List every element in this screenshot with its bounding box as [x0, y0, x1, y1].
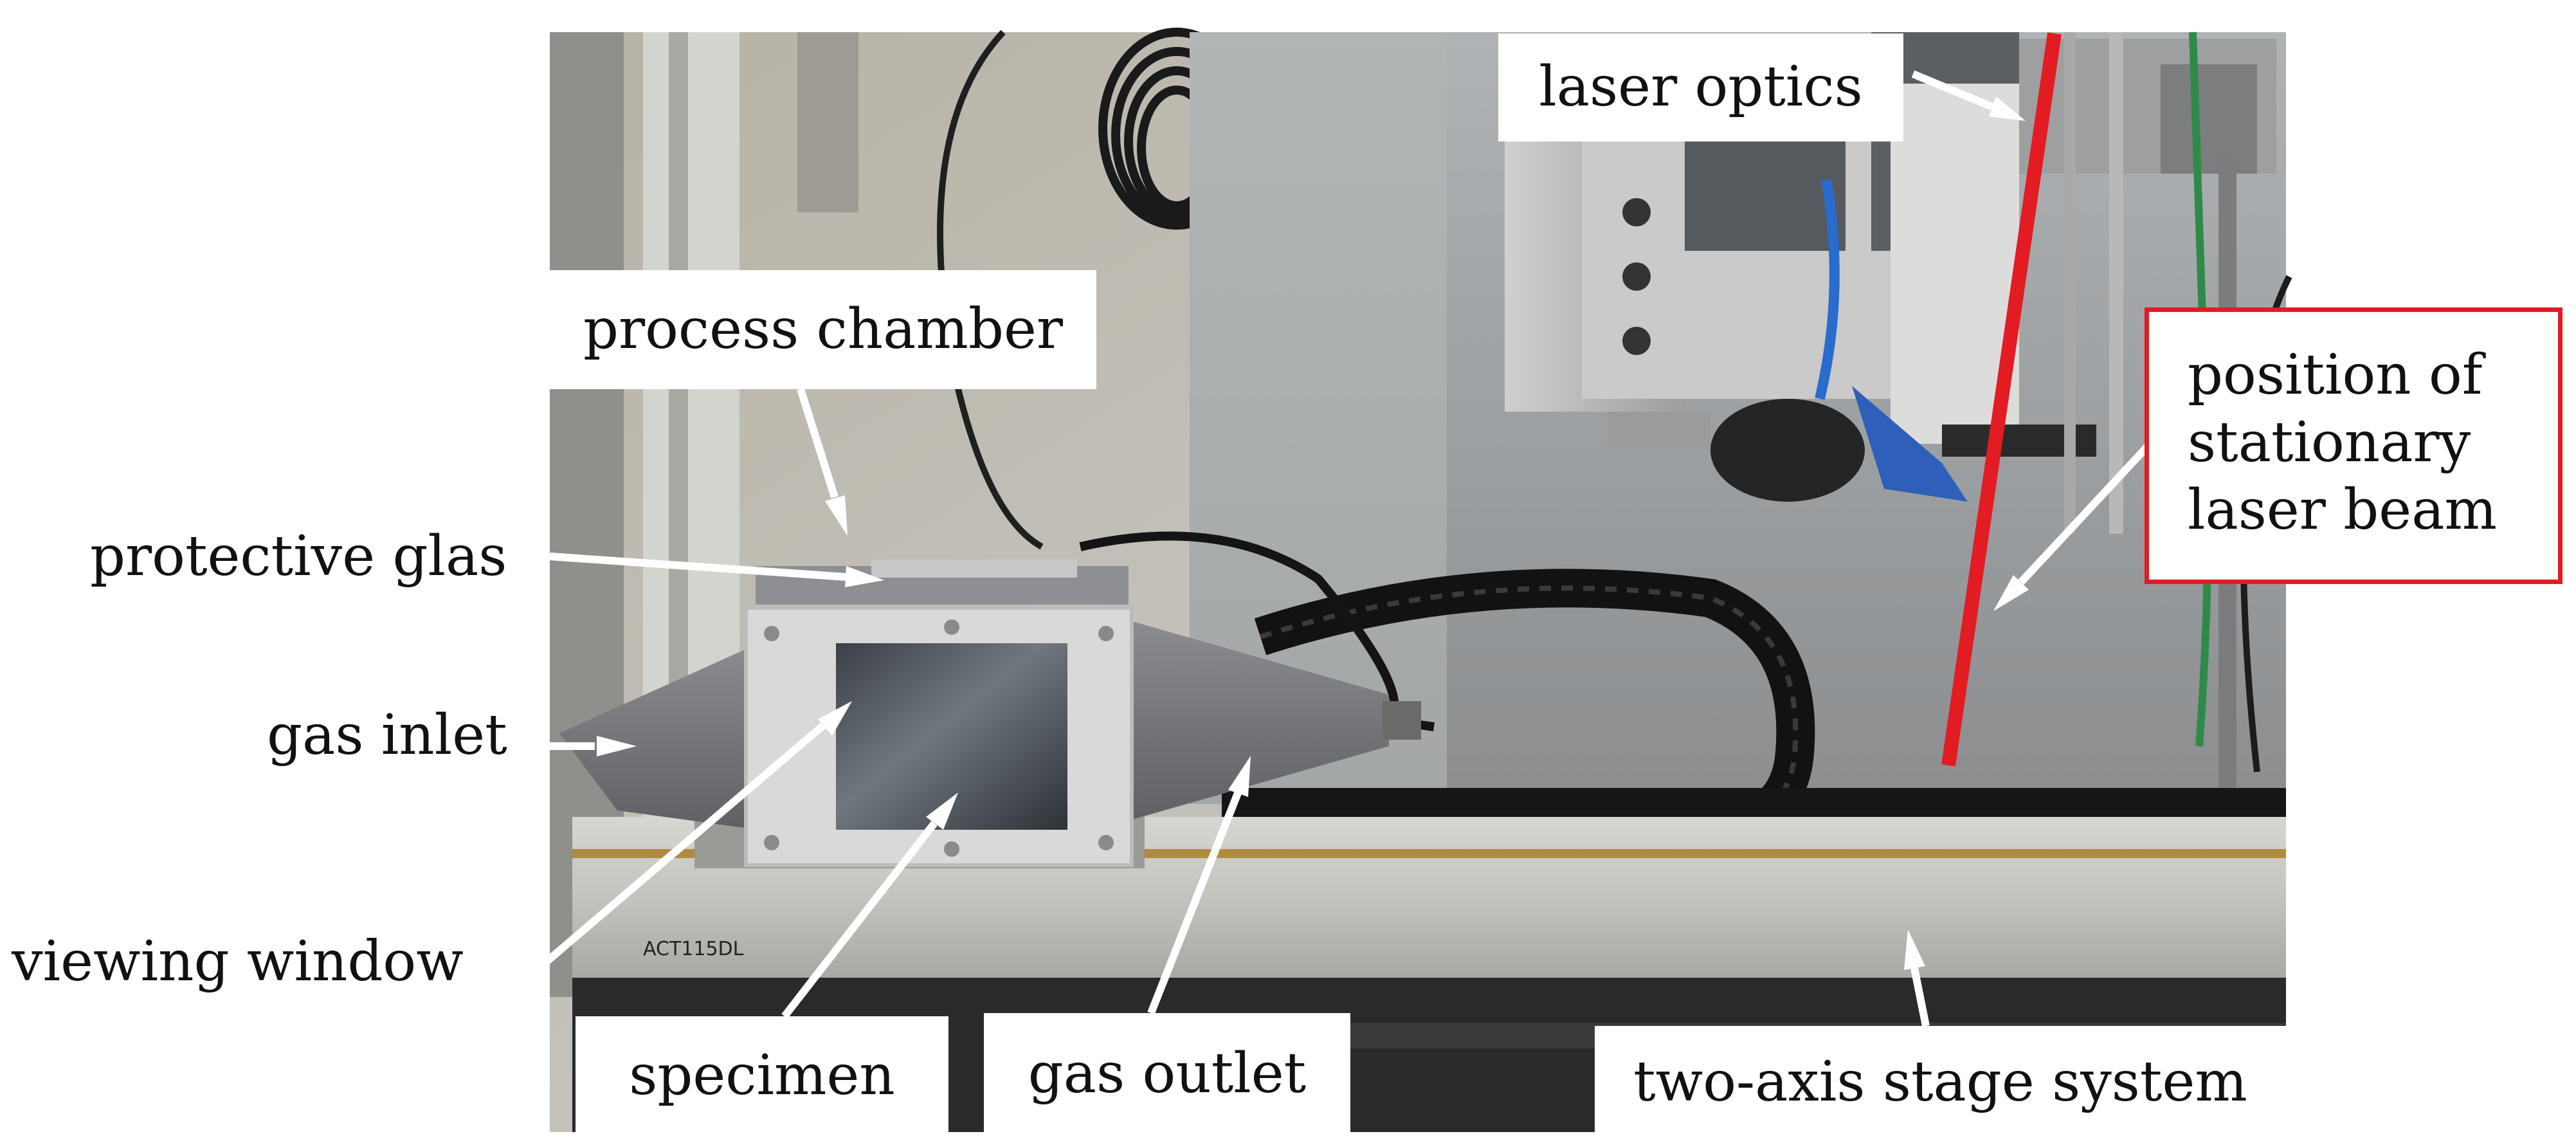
arrow-process-chamber — [797, 388, 839, 498]
label-two-axis-stage: two-axis stage system — [1595, 1026, 2286, 1138]
arrow-laser-beam-position — [2018, 437, 2156, 585]
label-protective-glas: protective glas — [90, 524, 507, 589]
arrowhead-gas-inlet — [597, 736, 637, 756]
arrow-laser-optics — [1911, 70, 1994, 111]
label-gas-inlet: gas inlet — [267, 703, 507, 767]
arrowhead-viewing-window — [818, 701, 852, 736]
stage-marking: ACT115DL — [643, 938, 744, 960]
label-gas-outlet: gas outlet — [984, 1013, 1350, 1135]
label-viewing-window: viewing window — [12, 929, 464, 994]
annotation-arrows — [544, 70, 2156, 1027]
arrowhead-process-chamber — [825, 495, 848, 536]
laser-beam-label-line-3: laser beam — [2188, 477, 2498, 542]
arrowhead-gas-outlet — [1228, 756, 1251, 797]
arrow-two-axis-stage — [1910, 967, 1930, 1027]
laser-beam-line — [1941, 32, 2062, 767]
arrow-gas-outlet — [1147, 791, 1242, 1015]
arrowhead-laser-beam-position — [1993, 575, 2029, 611]
label-laser-optics: laser optics — [1498, 33, 1903, 142]
label-laser-beam-position: position of stationary laser beam — [2145, 307, 2562, 584]
arrow-specimen — [781, 821, 938, 1019]
laser-beam-label-line-1: position of — [2188, 343, 2483, 407]
arrowhead-two-axis-stage — [1904, 929, 1925, 970]
arrowhead-protective-glas — [845, 566, 884, 587]
arrowhead-laser-optics — [1989, 96, 2026, 121]
arrow-protective-glas — [549, 553, 846, 581]
label-process-chamber: process chamber — [550, 270, 1096, 389]
laser-beam-label-line-2: stationary — [2188, 410, 2471, 475]
label-specimen: specimen — [576, 1016, 948, 1135]
arrowhead-specimen — [926, 792, 958, 830]
arrow-viewing-window — [544, 722, 826, 965]
